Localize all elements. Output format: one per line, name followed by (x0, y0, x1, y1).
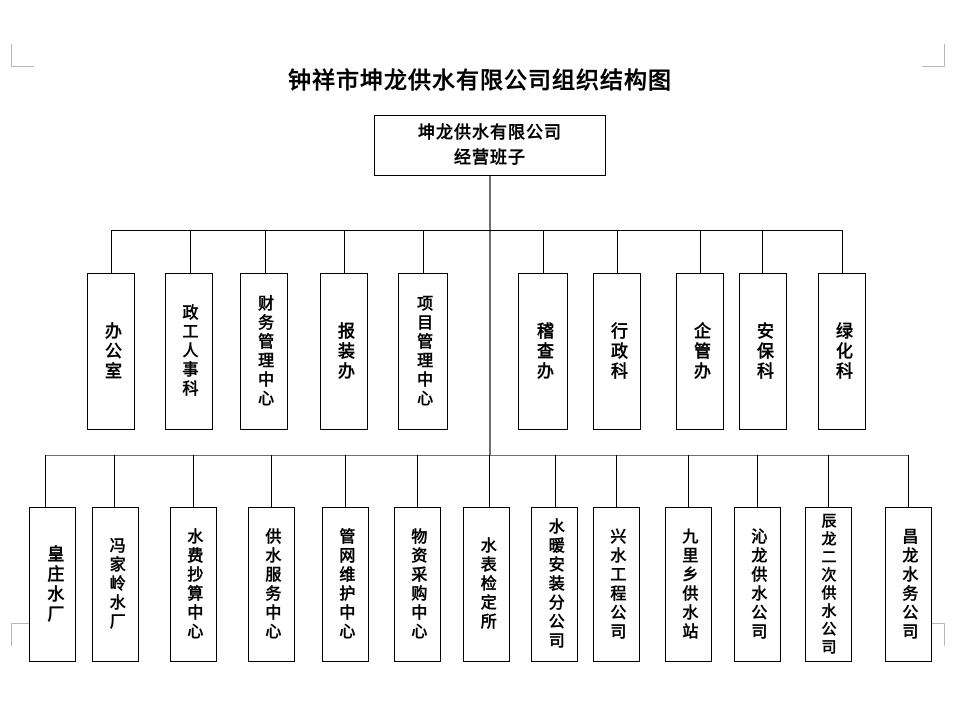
connector-drop-l3-5 (345, 455, 347, 507)
connector-drop-l3-3 (193, 455, 195, 507)
node-l3-6[interactable]: 物资采购中心 (394, 507, 441, 662)
node-l3-9-label: 兴水工程公司 (607, 527, 627, 642)
node-l2-1-label: 办公室 (101, 321, 121, 382)
node-l3-9[interactable]: 兴水工程公司 (593, 507, 640, 662)
node-l2-6-label: 稽查办 (533, 321, 553, 382)
connector-trunk-vertical (489, 176, 491, 455)
connector-drop-l2-1 (111, 230, 113, 273)
node-l2-4-label: 报装办 (334, 321, 354, 382)
chart-title: 钟祥市坤龙供水有限公司组织结构图 (288, 68, 672, 94)
connector-drop-l2-8 (700, 230, 702, 273)
node-l3-3[interactable]: 水费抄算中心 (170, 507, 217, 662)
node-l2-4[interactable]: 报装办 (320, 273, 368, 430)
node-l3-7-label: 水表检定所 (477, 537, 497, 632)
node-l2-9-label: 安保科 (753, 321, 773, 382)
connector-drop-l3-4 (271, 455, 273, 507)
connector-drop-l2-9 (762, 230, 764, 273)
connector-drop-l3-13 (908, 455, 910, 507)
node-l3-12[interactable]: 辰龙二次供水公司 (805, 507, 852, 662)
node-l3-4-label: 供水服务中心 (262, 527, 282, 642)
node-l3-1-label: 皇庄水厂 (43, 544, 64, 625)
node-l3-12-label: 辰龙二次供水公司 (819, 512, 838, 657)
connector-bus-level2 (111, 230, 842, 232)
connector-drop-l3-12 (828, 455, 830, 507)
node-l3-6-label: 物资采购中心 (408, 527, 428, 642)
node-l2-7-label: 行政科 (607, 321, 627, 382)
connector-bus-level3 (45, 455, 908, 457)
node-l2-2[interactable]: 政工人事科 (165, 273, 213, 430)
connector-drop-l3-11 (757, 455, 759, 507)
node-l2-5-label: 项目管理中心 (414, 294, 434, 409)
node-l2-7[interactable]: 行政科 (593, 273, 641, 430)
node-l3-10-label: 九里乡供水站 (679, 527, 699, 642)
node-root-line-1: 坤龙供水有限公司 (418, 122, 562, 143)
node-root[interactable]: 坤龙供水有限公司 经营班子 (374, 115, 606, 176)
node-l2-10[interactable]: 绿化科 (818, 273, 866, 430)
corner-mark-top-left-icon (11, 44, 34, 67)
node-l2-10-label: 绿化科 (832, 321, 852, 382)
node-l2-3[interactable]: 财务管理中心 (240, 273, 288, 430)
node-l3-4[interactable]: 供水服务中心 (248, 507, 295, 662)
connector-drop-l2-4 (344, 230, 346, 273)
node-l3-5-label: 管网维护中心 (336, 527, 356, 642)
node-l3-2[interactable]: 冯家岭水厂 (92, 507, 139, 662)
connector-drop-l3-9 (616, 455, 618, 507)
node-l2-6[interactable]: 稽查办 (518, 273, 568, 430)
connector-drop-l3-8 (555, 455, 557, 507)
connector-drop-l2-7 (617, 230, 619, 273)
corner-mark-top-right-icon (922, 44, 945, 67)
node-l3-13-label: 昌龙水务公司 (899, 527, 919, 642)
node-l2-3-label: 财务管理中心 (255, 294, 275, 409)
connector-drop-l3-2 (114, 455, 116, 507)
node-l3-11-label: 沁龙供水公司 (748, 527, 768, 642)
node-l2-8[interactable]: 企管办 (676, 273, 724, 430)
node-l2-8-label: 企管办 (690, 321, 710, 382)
node-l3-8-label: 水暖安装分公司 (545, 518, 565, 651)
node-l2-2-label: 政工人事科 (179, 304, 199, 399)
node-l2-5[interactable]: 项目管理中心 (398, 273, 448, 430)
node-l3-2-label: 冯家岭水厂 (106, 537, 126, 632)
node-l2-1[interactable]: 办公室 (87, 273, 135, 430)
node-l3-7[interactable]: 水表检定所 (463, 507, 510, 662)
node-l3-1[interactable]: 皇庄水厂 (29, 507, 76, 662)
node-l3-13[interactable]: 昌龙水务公司 (885, 507, 932, 662)
node-l3-10[interactable]: 九里乡供水站 (665, 507, 712, 662)
connector-drop-l2-6 (543, 230, 545, 273)
connector-drop-l2-2 (190, 230, 192, 273)
connector-drop-l2-3 (265, 230, 267, 273)
node-l3-5[interactable]: 管网维护中心 (322, 507, 369, 662)
node-l3-3-label: 水费抄算中心 (184, 527, 204, 642)
node-l2-9[interactable]: 安保科 (739, 273, 787, 430)
connector-drop-l3-1 (45, 455, 47, 507)
connector-drop-l2-10 (842, 230, 844, 273)
node-l3-11[interactable]: 沁龙供水公司 (734, 507, 781, 662)
connector-drop-l2-5 (423, 230, 425, 273)
connector-drop-l3-7 (489, 455, 491, 507)
node-l3-8[interactable]: 水暖安装分公司 (531, 507, 578, 662)
node-root-line-2: 经营班子 (454, 147, 526, 168)
connector-drop-l3-10 (688, 455, 690, 507)
connector-drop-l3-6 (417, 455, 419, 507)
